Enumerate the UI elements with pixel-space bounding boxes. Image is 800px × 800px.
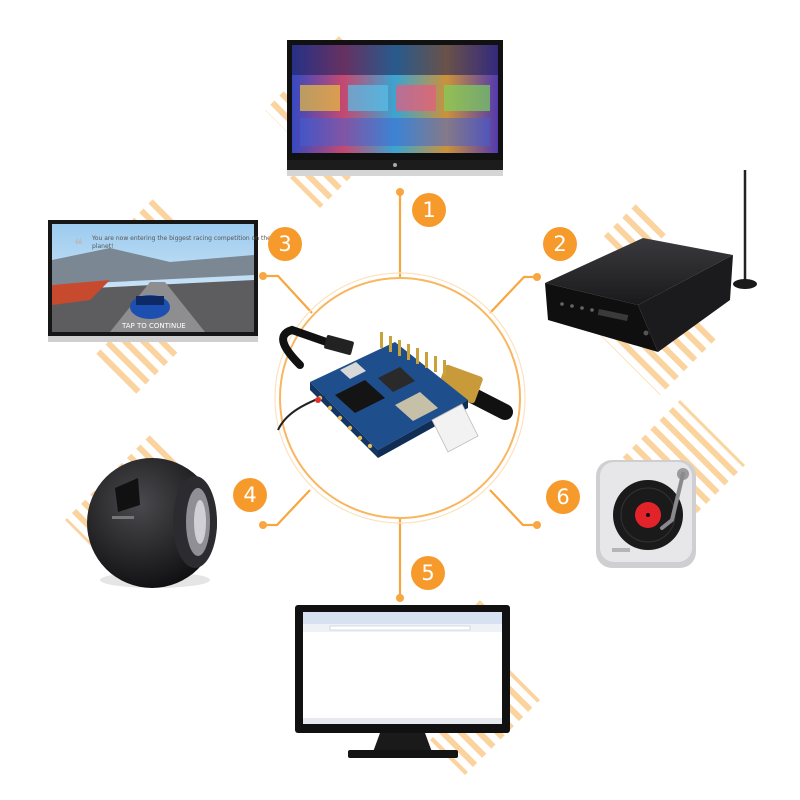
smart-tv-icon <box>287 40 503 176</box>
set-top-box-icon <box>545 170 757 352</box>
number-badges: 1 2 3 4 5 6 <box>233 193 580 590</box>
game-caption-line1: You are now entering the biggest racing … <box>91 235 271 242</box>
turntable-icon <box>596 460 696 568</box>
connector-line-3 <box>263 274 313 314</box>
speaker-icon <box>87 458 217 588</box>
monitor-icon <box>295 605 510 758</box>
badge-1: 1 <box>412 193 446 227</box>
connector-line-6 <box>489 489 537 527</box>
game-display-icon: You are now entering the biggest racing … <box>48 220 271 342</box>
board-icon <box>277 325 513 458</box>
badge-4-number: 4 <box>243 483 256 507</box>
connector-dots <box>259 188 541 602</box>
badge-6-number: 6 <box>556 485 569 509</box>
connector-dot-6 <box>533 521 541 529</box>
quote-icon: ❝ <box>74 235 83 254</box>
game-prompt: TAP TO CONTINUE <box>121 322 186 330</box>
connector-dot-5 <box>396 594 404 602</box>
badge-5: 5 <box>411 556 445 590</box>
connector-line-4 <box>263 489 311 527</box>
connector-dot-2 <box>533 273 541 281</box>
badge-5-number: 5 <box>421 561 434 585</box>
connector-line-2 <box>489 275 537 314</box>
connector-dot-4 <box>259 521 267 529</box>
badge-2: 2 <box>543 227 577 261</box>
connector-lines <box>263 192 537 598</box>
badge-2-number: 2 <box>553 232 566 256</box>
connector-dot-3 <box>259 272 267 280</box>
game-caption-line2: planet! <box>92 243 113 250</box>
badge-6: 6 <box>546 480 580 514</box>
badge-1-number: 1 <box>422 198 435 222</box>
badge-3-number: 3 <box>278 232 291 256</box>
badge-4: 4 <box>233 478 267 512</box>
badge-3: 3 <box>268 227 302 261</box>
connector-dot-1 <box>396 188 404 196</box>
